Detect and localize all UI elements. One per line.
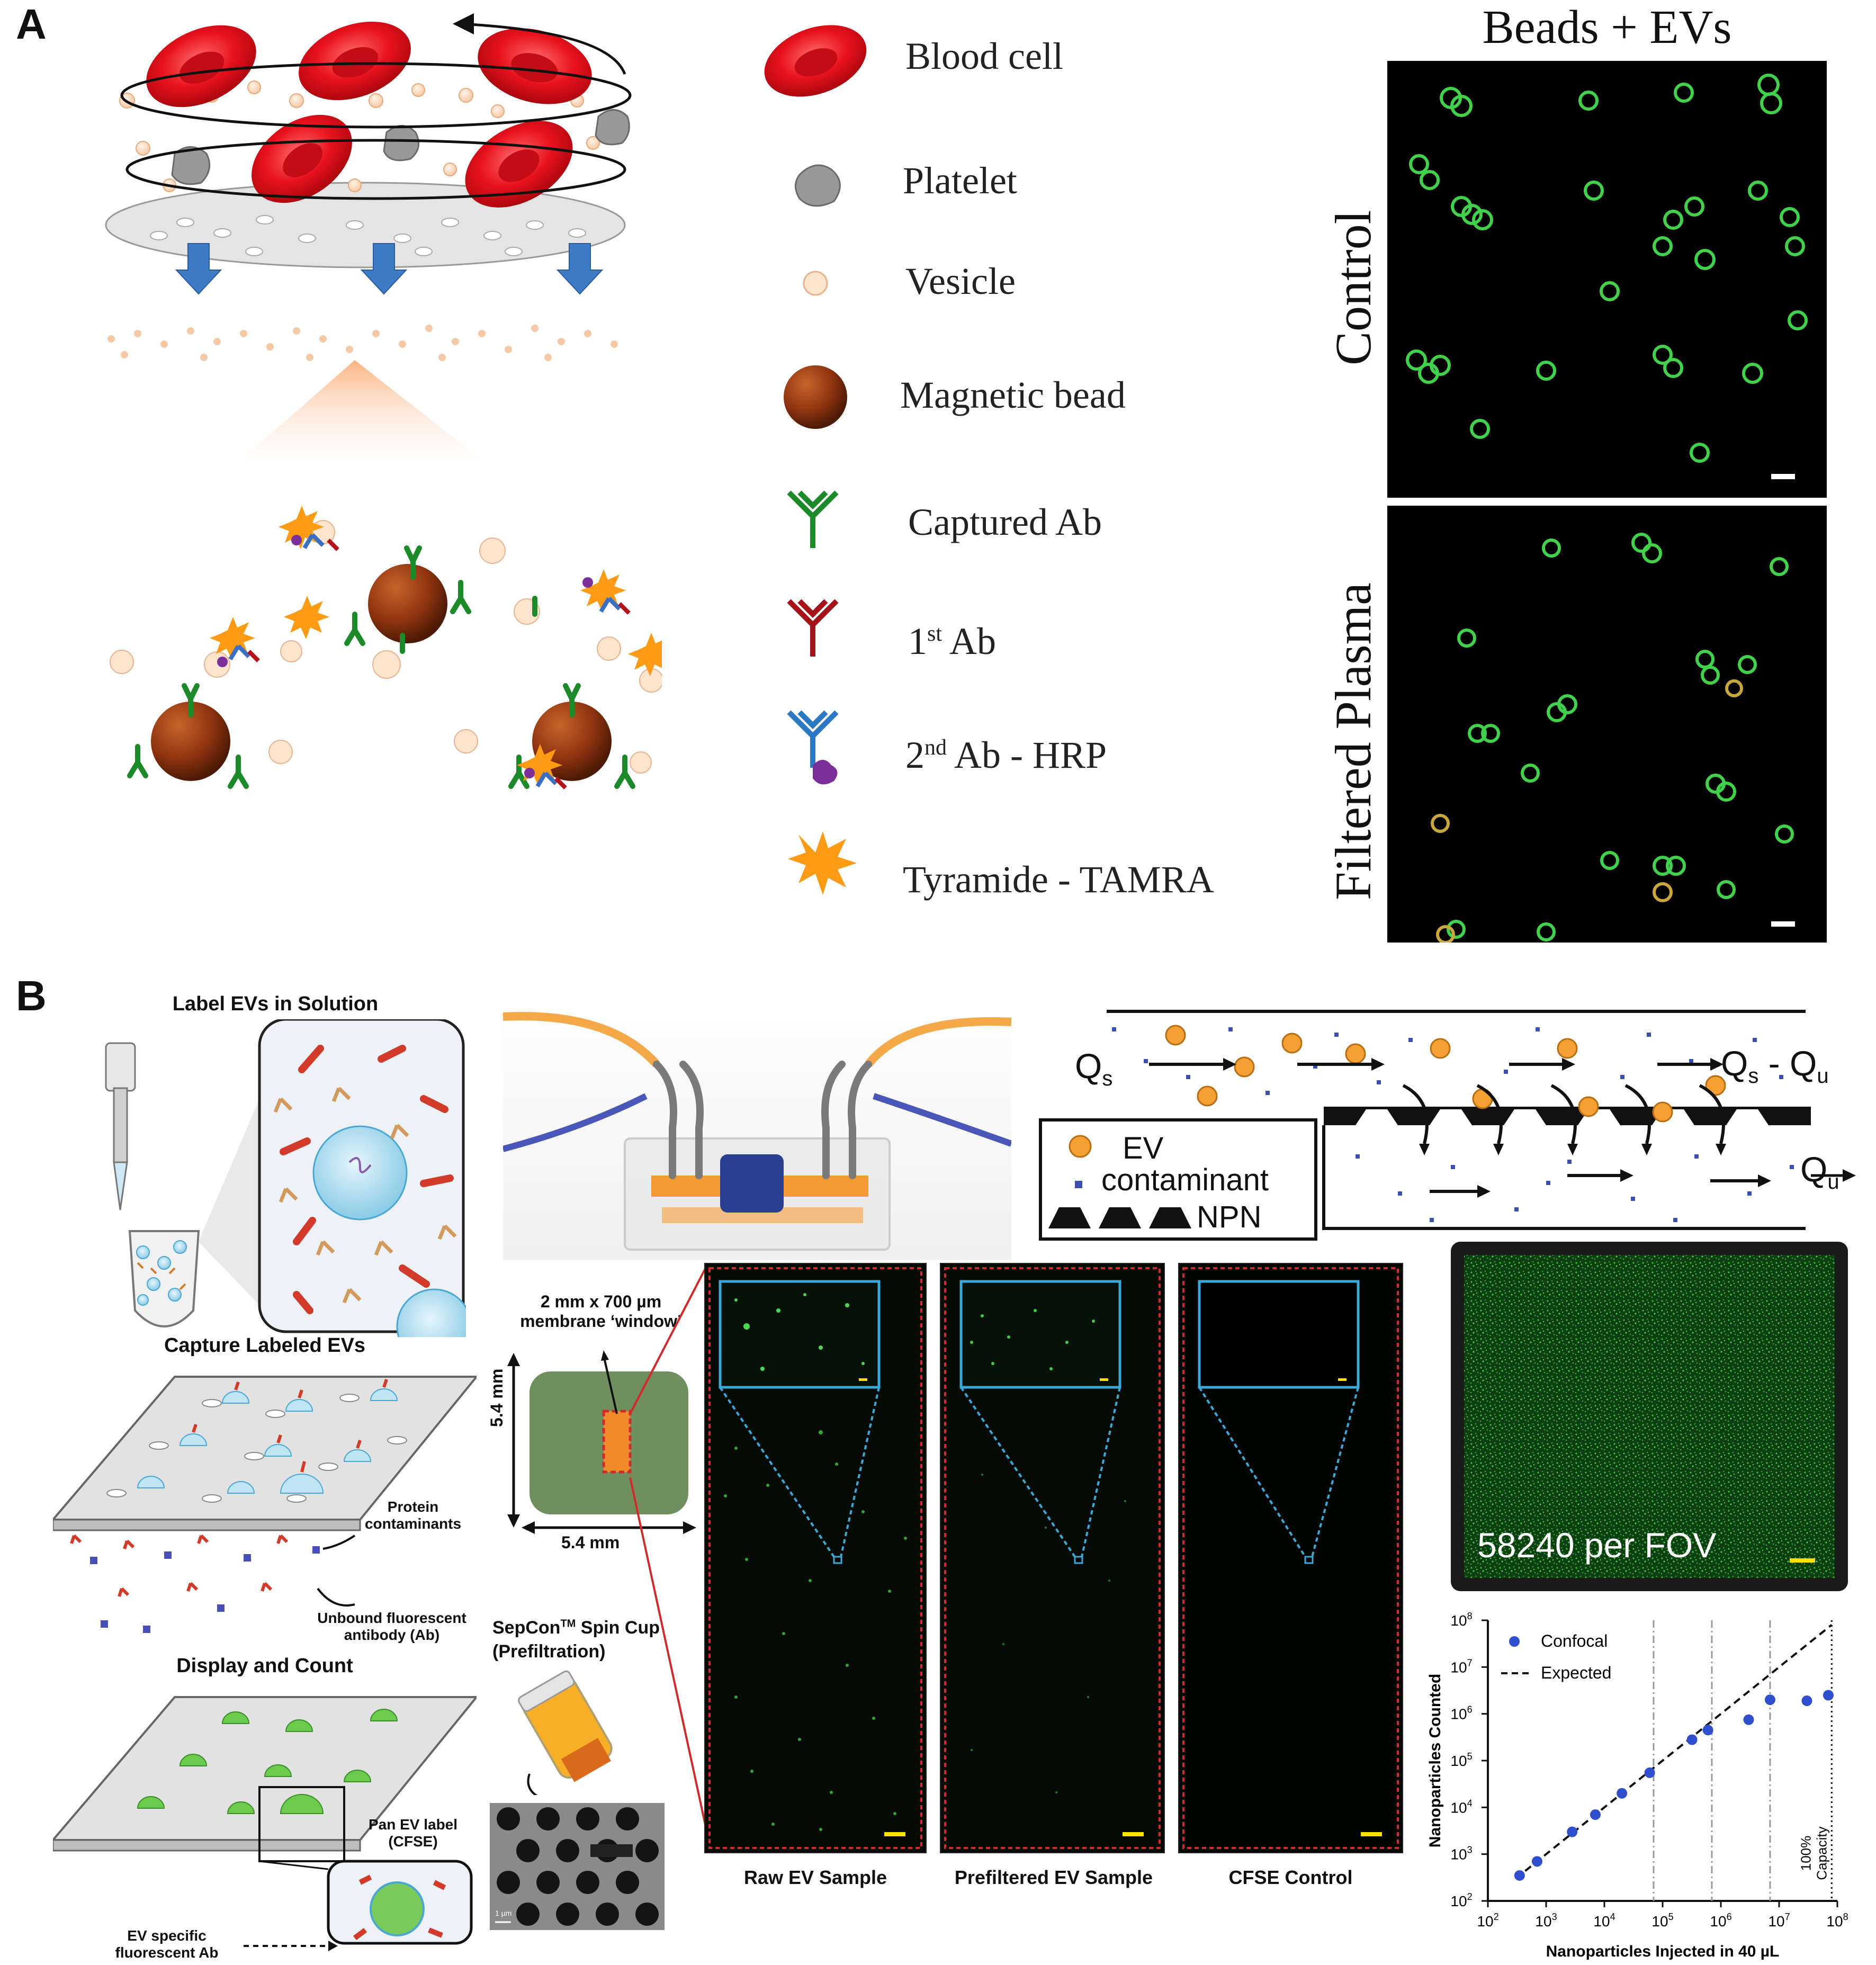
control-micrograph <box>1387 61 1827 498</box>
legend-label-captured-ab: Captured Ab <box>908 501 1102 543</box>
confocal-point <box>1514 1870 1525 1881</box>
membrane-window-label: 2 mm x 700 µm membrane ‘window’ <box>520 1292 682 1331</box>
filtered-plasma-micrograph <box>1387 506 1827 943</box>
captured-antibody-icon <box>787 490 839 548</box>
confocal-point <box>1764 1694 1775 1706</box>
spin-cup-image <box>518 1670 613 1795</box>
legend-label-platelet: Platelet <box>903 159 1017 202</box>
ev-specific-pointer <box>244 1941 338 1951</box>
step-capture-labeled-evs: Capture Labeled EVs <box>164 1334 366 1357</box>
raw-ev-sample-strip <box>704 1263 927 1853</box>
nanoparticle-count-chart: 102 103 104 105 106 107 108 102 103 104 105 106 107 1… <box>1426 1611 1848 1960</box>
y-tick-label: 102 <box>1450 1891 1472 1909</box>
x-tick-label: 103 <box>1535 1912 1557 1930</box>
second-antibody-hrp-icon <box>787 710 839 785</box>
x-tick-label: 104 <box>1593 1912 1615 1930</box>
confocal-point <box>1702 1725 1713 1736</box>
magnetic-bead-icon <box>784 365 847 429</box>
legend-icons <box>764 25 867 895</box>
legend-label-vesicle: Vesicle <box>905 260 1016 302</box>
unbound-antibody-label: Unbound fluorescent antibody (Ab) <box>317 1610 466 1643</box>
legend-label-tyramide-tamra: Tyramide - TAMRA <box>903 858 1214 901</box>
beads-evs-title: Beads + EVs <box>1482 1 1732 53</box>
display-count-illustration <box>53 1696 477 1945</box>
contaminants-illustration <box>70 1534 356 1633</box>
confocal-point <box>1743 1714 1754 1725</box>
confocal-point <box>1644 1767 1655 1778</box>
panel-a-label: A <box>16 1 47 48</box>
x-axis-label: Nanoparticles Injected in 40 µL <box>1546 1943 1780 1960</box>
x-tick-label: 108 <box>1826 1912 1848 1930</box>
y-tick-label: 103 <box>1450 1845 1472 1863</box>
flow-qs-qu-label: Qs - Qu <box>1721 1044 1829 1088</box>
confocal-point <box>1617 1788 1628 1799</box>
caption-cfse-control: CFSE Control <box>1228 1867 1353 1888</box>
vesicle-icon <box>803 271 828 296</box>
capacity-label-text: Capacity <box>1814 1826 1829 1880</box>
capture-membrane-illustration <box>53 1376 477 1531</box>
pipette-icon <box>105 1042 136 1210</box>
chip-dimension-horizontal: 5.4 mm <box>561 1533 620 1552</box>
expected-line <box>1515 1624 1833 1880</box>
legend-expected-label: Expected <box>1541 1663 1611 1682</box>
pan-ev-label: Pan EV label (CFSE) <box>368 1816 458 1850</box>
x-tick-label: 107 <box>1768 1912 1790 1930</box>
y-tick-label: 105 <box>1450 1751 1472 1769</box>
legend-label-first-ab: 1st Ab <box>908 620 997 662</box>
legend-confocal-label: Confocal <box>1541 1631 1608 1650</box>
legend-contaminant: contaminant <box>1101 1163 1269 1197</box>
capacity-label-percent: 100% <box>1798 1836 1814 1871</box>
membrane-chip-image <box>507 1350 696 1534</box>
confocal-point <box>1567 1826 1578 1837</box>
confocal-point <box>1686 1734 1698 1745</box>
sepcon-label: SepConTM Spin Cup <box>492 1618 660 1638</box>
caption-raw-ev-sample: Raw EV Sample <box>743 1867 887 1888</box>
fov-count-label: 58240 per FOV <box>1477 1526 1717 1565</box>
blood-cell-icon <box>764 25 867 97</box>
step-label-evs-in-solution: Label EVs in Solution <box>172 993 379 1015</box>
confocal-point <box>1823 1690 1834 1701</box>
prefiltration-label: (Prefiltration) <box>492 1641 606 1662</box>
legend-label-magnetic-bead: Magnetic bead <box>900 374 1126 416</box>
flow-qs-label: Qs <box>1075 1046 1113 1091</box>
row-label-filtered-plasma: Filtered Plasma <box>1325 582 1381 900</box>
label-evs-illustration <box>105 1019 466 1337</box>
legend-label-blood-cell: Blood cell <box>905 35 1063 77</box>
device-photo <box>503 995 1011 1260</box>
confocal-point <box>1801 1695 1812 1707</box>
x-tick-label: 102 <box>1477 1912 1498 1930</box>
zoom-connector-lines <box>629 1265 708 1833</box>
cfse-control-strip <box>1178 1263 1403 1853</box>
y-tick-label: 107 <box>1450 1657 1472 1675</box>
legend-label-second-ab-hrp: 2nd Ab - HRP <box>905 734 1107 776</box>
confocal-point <box>1531 1856 1542 1867</box>
flow-schematic <box>1039 1010 1856 1241</box>
y-axis-label: Nanoparticles Counted <box>1426 1674 1444 1847</box>
legend-confocal-marker <box>1509 1636 1520 1647</box>
chip-dimension-vertical: 5.4 mm <box>487 1368 506 1427</box>
sem-membrane-image <box>490 1803 665 1930</box>
row-label-control: Control <box>1325 210 1381 365</box>
tyramide-tamra-icon <box>788 831 857 895</box>
caption-prefiltered-ev-sample: Prefiltered EV Sample <box>954 1867 1153 1888</box>
ev-specific-ab-label: EV specific fluorescent Ab <box>115 1927 219 1961</box>
x-tick-label: 106 <box>1710 1912 1731 1930</box>
confocal-point <box>1590 1809 1601 1820</box>
sem-scale-label: 1 µm <box>495 1909 512 1917</box>
first-antibody-icon <box>787 599 839 657</box>
platelet-icon <box>795 164 841 207</box>
fov-micrograph <box>1451 1242 1848 1591</box>
panel-b-label: B <box>16 972 47 1019</box>
filtration-illustration <box>105 13 662 789</box>
prefiltered-ev-sample-strip <box>940 1263 1165 1853</box>
step-display-and-count: Display and Count <box>176 1655 353 1677</box>
y-tick-label: 106 <box>1450 1704 1472 1722</box>
y-tick-label: 108 <box>1450 1611 1472 1629</box>
flow-qu-label: Qu <box>1800 1150 1839 1194</box>
legend-npn: NPN <box>1197 1200 1262 1234</box>
x-tick-label: 105 <box>1651 1912 1673 1930</box>
legend-ev: EV <box>1123 1131 1164 1165</box>
protein-contaminants-label: Protein contaminants <box>364 1499 462 1532</box>
y-tick-label: 104 <box>1450 1798 1472 1816</box>
